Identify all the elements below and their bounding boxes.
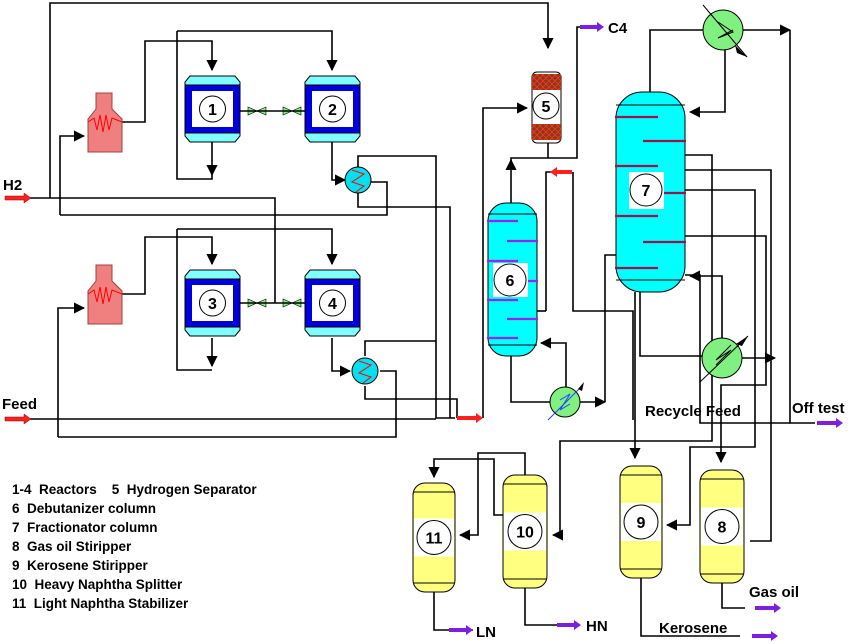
vessel-10: 10: [502, 474, 548, 589]
unit-1-label: 1: [208, 102, 217, 119]
unit-6-label: 6: [506, 273, 515, 290]
unit-8-label: 8: [718, 520, 727, 537]
hydrogen-separator: 5: [531, 71, 562, 144]
vessel-11: 11: [412, 482, 456, 593]
reactor-3: 3: [184, 269, 241, 337]
off-test-outlet-arrow: [817, 418, 843, 428]
unit-2-label: 2: [328, 102, 337, 119]
c4-outlet-arrow: [580, 22, 604, 32]
kerosene-label: Kerosene: [659, 620, 727, 637]
reactor-1: 1: [184, 75, 241, 143]
h2-label: H2: [3, 177, 22, 194]
off-test-label: Off test: [792, 400, 845, 417]
unit-9-label: 9: [637, 515, 646, 532]
recycle-arrow: [457, 413, 483, 423]
reactor-4: 4: [304, 269, 361, 337]
hn-outlet-arrow: [557, 620, 581, 630]
legend-item: 6 Debutanizer column: [12, 501, 156, 516]
gas-oil-outlet-arrow: [755, 603, 781, 613]
legend-item: 1-4 Reactors 5 Hydrogen Separator: [12, 482, 257, 497]
feed-label: Feed: [2, 396, 37, 413]
furnace-1: [87, 92, 123, 153]
furnace-2: [87, 264, 123, 325]
legend-item: 11 Light Naphtha Stabilizer: [12, 596, 189, 611]
legend-item: 7 Fractionator column: [12, 520, 158, 535]
fractionator-column: 7: [615, 91, 686, 293]
legend-item: 10 Heavy Naphtha Splitter: [12, 577, 183, 592]
debutanizer-column: 6: [487, 202, 538, 357]
ln-outlet-arrow: [449, 625, 473, 635]
c4-label: C4: [608, 20, 628, 37]
unit-5-label: 5: [542, 99, 551, 116]
legend-item: 9 Kerosene Stiripper: [12, 558, 149, 573]
heat-exchanger-1: [344, 166, 372, 194]
legend-item: 8 Gas oil Stiripper: [12, 539, 132, 554]
return-arrow: [550, 167, 572, 177]
overhead-condenser: [702, 4, 748, 58]
kerosene-outlet-arrow: [752, 631, 778, 641]
heat-exchanger-2: [351, 357, 379, 385]
unit-11-label: 11: [426, 531, 443, 548]
unit-4-label: 4: [328, 296, 337, 313]
reactor-2: 2: [304, 75, 361, 143]
feed-inlet-arrow: [4, 413, 32, 425]
valves: [240, 106, 305, 308]
vessel-9: 9: [619, 465, 663, 579]
legend: 1-4 Reactors 5 Hydrogen Separator 6 Debu…: [12, 482, 257, 611]
vessel-8: 8: [699, 469, 745, 584]
recycle-feed-label: Recycle Feed: [645, 403, 741, 420]
gas-oil-label: Gas oil: [749, 584, 799, 601]
h2-inlet-arrow: [4, 192, 32, 204]
reboiler-col7: [699, 335, 749, 383]
piping: [30, 2, 815, 637]
reboiler-col6: [547, 382, 584, 421]
hn-label: HN: [586, 618, 608, 635]
ln-label: LN: [476, 624, 496, 641]
unit-10-label: 10: [516, 525, 534, 542]
unit-3-label: 3: [208, 296, 217, 313]
stream-arrows: [4, 22, 843, 641]
unit-7-label: 7: [642, 183, 651, 200]
